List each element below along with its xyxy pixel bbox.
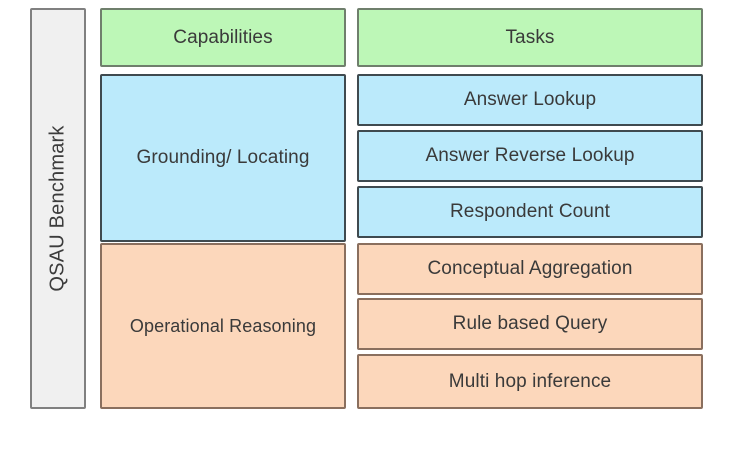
task-answer-lookup: Answer Lookup [357, 74, 703, 126]
benchmark-rail: QSAU Benchmark [30, 8, 86, 409]
tasks-header: Tasks [357, 8, 703, 67]
benchmark-rail-label: QSAU Benchmark [46, 125, 69, 292]
task-multi-hop-inference: Multi hop inference [357, 354, 703, 409]
capability-operational-reasoning: Operational Reasoning [100, 243, 346, 409]
task-rule-based-query: Rule based Query [357, 298, 703, 350]
capabilities-column: Capabilities Grounding/ Locating Operati… [100, 8, 346, 409]
capabilities-header: Capabilities [100, 8, 346, 67]
task-answer-reverse-lookup: Answer Reverse Lookup [357, 130, 703, 182]
capability-grounding-locating: Grounding/ Locating [100, 74, 346, 242]
task-respondent-count: Respondent Count [357, 186, 703, 238]
task-conceptual-aggregation: Conceptual Aggregation [357, 243, 703, 295]
tasks-column: Tasks Answer Lookup Answer Reverse Looku… [357, 8, 703, 409]
